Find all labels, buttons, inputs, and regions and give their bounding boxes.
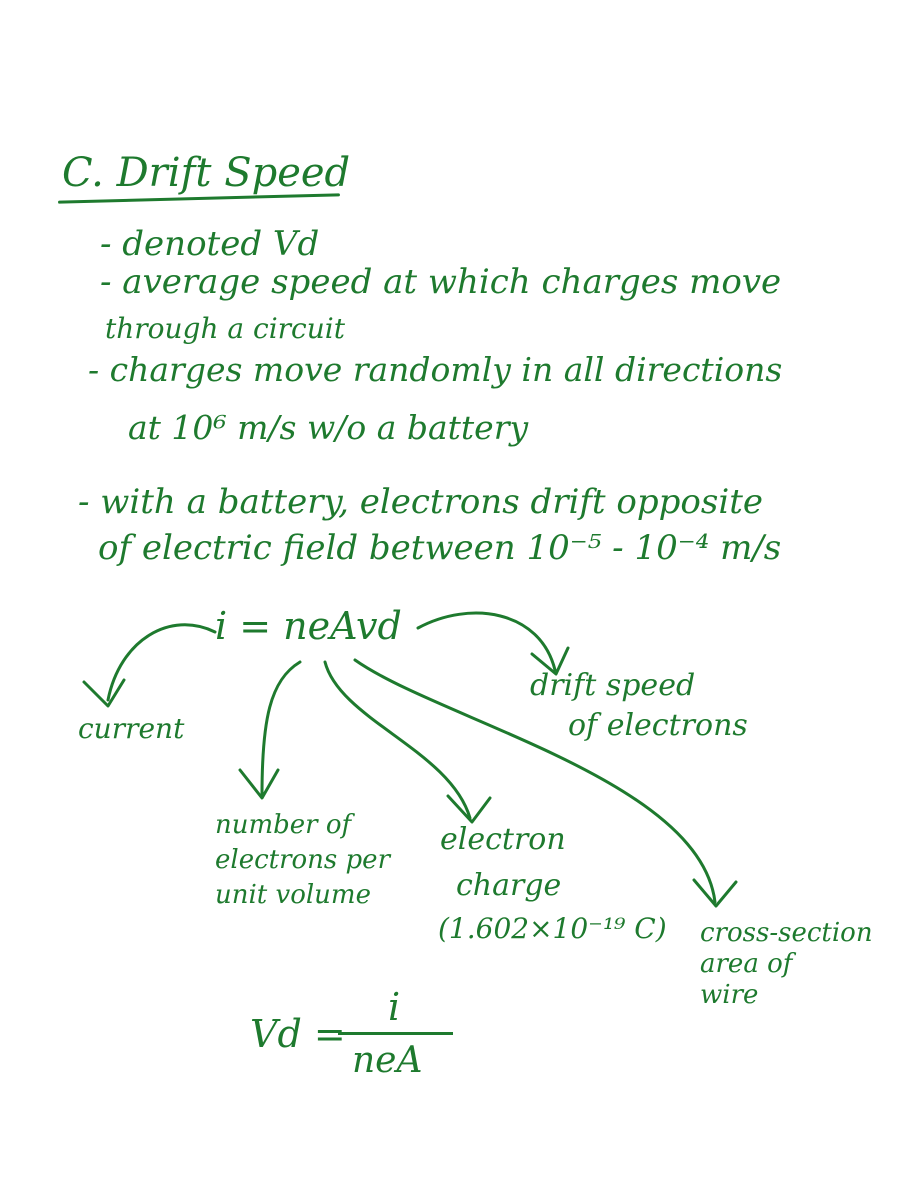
bullet-with-battery-cont: of electric field between 10⁻⁵ - 10⁻⁴ m/… (98, 528, 782, 568)
label-cross-section-area: cross-section area of wire (700, 918, 873, 1012)
label-charge-value: (1.602×10⁻¹⁹ C) (438, 912, 667, 945)
label-number-density: number of electrons per unit volume (215, 808, 390, 913)
label-number-line2: electrons per (215, 845, 390, 876)
label-area-line2: area of (700, 949, 793, 980)
label-drift-speed-cont: of electrons (568, 708, 748, 743)
formula-lhs: Vd = (250, 1012, 346, 1056)
main-equation: i = neAvd (215, 604, 402, 648)
label-drift-speed: drift speed (530, 668, 696, 703)
label-number-line1: number of (215, 810, 352, 840)
formula-denominator: neA (352, 1040, 423, 1081)
bullet-random-motion: - charges move randomly in all direction… (88, 350, 783, 389)
label-current: current (78, 712, 185, 745)
bullet-with-battery: - with a battery, electrons drift opposi… (78, 482, 763, 522)
fraction-bar (338, 1032, 453, 1035)
label-number-line3: unit volume (215, 880, 371, 911)
label-area-line1: cross-section (700, 918, 873, 948)
bullet-random-motion-cont: at 10⁶ m/s w/o a battery (128, 408, 529, 447)
bullet-denoted: - denoted Vd (100, 224, 320, 264)
bullet-average-speed-cont: through a circuit (105, 312, 345, 345)
bullet-average-speed: - average speed at which charges move (100, 262, 782, 302)
label-charge: charge (456, 868, 562, 903)
formula-numerator: i (388, 985, 401, 1029)
label-electron: electron (440, 822, 566, 857)
section-title: C. Drift Speed (62, 150, 351, 196)
label-area-line3: wire (700, 980, 759, 1011)
